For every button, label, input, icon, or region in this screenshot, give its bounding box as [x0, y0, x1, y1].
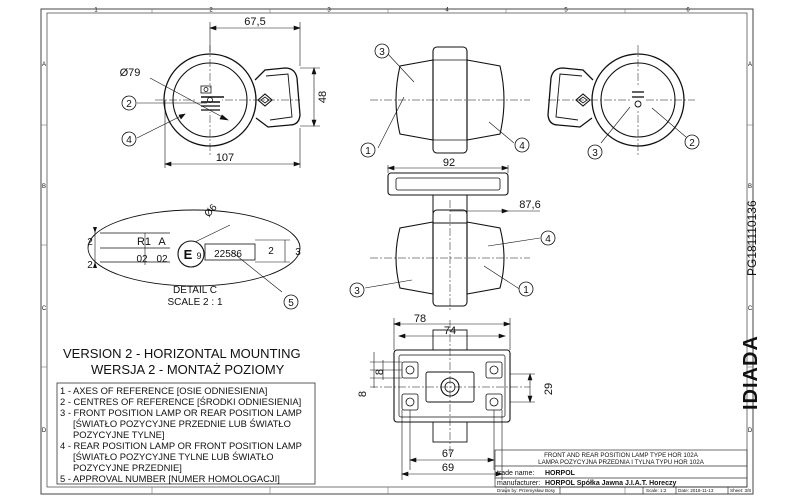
dim-plan-hole-a: 8 [357, 391, 369, 397]
legend-line-6: 4 - REAR POSITION LAMP OR FRONT POSITION… [60, 440, 302, 451]
detail-scale: SCALE 2 : 1 [167, 297, 222, 308]
grid-col-3: 3 [327, 8, 331, 14]
legend-line-2: 2 - CENTRES OF REFERENCE [ŚRODKI ODNIESI… [60, 396, 301, 407]
grid-col-5: 5 [564, 8, 568, 14]
title-block [494, 449, 748, 494]
sheet: Sheet: 3/8 [730, 488, 751, 493]
detail-r1: R1 [137, 236, 151, 248]
callout-rear-2: 2 [689, 138, 695, 149]
bracket-outline [254, 67, 301, 128]
legend-line-7: [ŚWIATŁO POZYCYJNE TYLNE LUB ŚWIATŁO [60, 451, 274, 462]
dim-top-width: 92 [443, 157, 455, 169]
legend-line-4: [ŚWIATŁO POZYCYJNE PRZEDNIE LUB ŚWIATŁO [60, 418, 291, 429]
dim-front-diameter: Ø79 [120, 67, 141, 79]
legend-line-5: POZYCYJNE TYLNE] [60, 429, 165, 440]
legend-lines: 1 - AXES OF REFERENCE [OSIE ODNIESIENIA]… [60, 385, 302, 484]
dim-detail-h4: 3 [295, 247, 301, 258]
callout-rear-3: 3 [592, 148, 598, 159]
trade-label: trade name: [497, 470, 534, 477]
grid-row-c: C [42, 306, 47, 312]
plan-view [370, 320, 530, 455]
grid-row-a: A [42, 62, 46, 68]
grid-row-b: B [42, 184, 46, 190]
dim-plan-inner: 74 [444, 325, 456, 337]
detail-approval: 22586 [214, 249, 242, 260]
callout-top-4: 4 [545, 234, 551, 245]
callout-top-1: 1 [523, 285, 529, 296]
callout-top-3: 3 [354, 286, 360, 297]
bracket-inner [265, 73, 293, 121]
idiada-logo: IDIADA [740, 335, 762, 410]
version-title-pl: WERSJA 2 - MONTAŻ POZIOMY [91, 362, 285, 377]
manu-label: manufacturer: [497, 480, 540, 487]
date: Date: 2018-11-13 [678, 488, 714, 493]
callout-front-2: 2 [126, 99, 132, 110]
dim-plan-hole-b: 8 [374, 369, 386, 375]
grid-row-d: D [42, 428, 47, 434]
detail-c [87, 209, 301, 293]
grid-col-1: 1 [94, 8, 98, 14]
front-dimension-lines [136, 22, 320, 168]
callout-side-4: 4 [519, 141, 525, 152]
dim-plan-height: 29 [543, 383, 555, 395]
detail-title: DETAIL C [173, 285, 217, 296]
legend-line-3: 3 - FRONT POSITION LAMP OR REAR POSITION… [60, 407, 302, 418]
grid-row-d-right: D [748, 428, 753, 434]
callout-detail-5: 5 [288, 298, 294, 309]
plan-dimension-lines [370, 318, 535, 480]
detail-n1: 02 [136, 254, 148, 265]
title-en: FRONT AND REAR POSITION LAMP TYPE HOR 10… [544, 452, 699, 459]
detail-e-num: 9 [196, 251, 201, 261]
title-pl: LAMPA POZYCYJNA PRZEDNIA I TYLNA TYPU HO… [538, 459, 705, 466]
grid-col-6: 6 [686, 8, 690, 14]
grid-row-a-right: A [748, 62, 752, 68]
dim-plan-outer: 78 [414, 313, 426, 325]
dim-detail-h1: 2 [87, 237, 93, 248]
callout-side-1: 1 [365, 146, 371, 157]
reference-center [207, 97, 213, 103]
detail-a: A [158, 236, 166, 248]
callout-front-4: 4 [126, 135, 132, 146]
rear-view [547, 45, 695, 155]
manu-value: HORPOL Spółka Jawna J.I.A.T. Horeczy [545, 480, 676, 487]
dim-plan-bottom-b: 69 [442, 462, 454, 474]
front-callouts [121, 95, 137, 147]
front-view [155, 45, 301, 155]
sheet-inner-frame [46, 12, 748, 488]
grid-col-2: 2 [209, 8, 213, 14]
dim-top-side: 87,6 [519, 199, 540, 211]
version-title: VERSION 2 - HORIZONTAL MOUNTING [63, 346, 301, 361]
detail-ellipse [87, 209, 301, 287]
trade-value: HORPOL [545, 470, 576, 477]
top-view [370, 172, 530, 310]
side-stamp: PG181110136 [745, 200, 759, 276]
dim-front-total: 107 [216, 152, 234, 164]
dim-front-width: 67,5 [244, 16, 265, 28]
grid-row-b-right: B [748, 184, 752, 190]
detail-n2: 02 [156, 254, 168, 265]
grid-col-4: 4 [445, 8, 449, 14]
dim-front-height: 48 [317, 91, 329, 103]
detail-e: E [184, 247, 193, 262]
dim-detail-h3: 2 [268, 246, 274, 257]
legend-box [56, 382, 316, 485]
grid-ticks [41, 9, 753, 494]
callout-side-3: 3 [379, 47, 385, 58]
e-mark-circle [177, 240, 205, 268]
side-view [370, 46, 530, 154]
dim-detail-h2: 2 [87, 260, 93, 271]
dim-plan-bottom-a: 67 [442, 448, 454, 460]
grid-row-c-right: C [748, 306, 753, 312]
scale: Scale: 1:2 [646, 488, 667, 493]
legend-line-8: POZYCYJNE PRZEDNIE] [60, 462, 182, 473]
legend-line-1: 1 - AXES OF REFERENCE [OSIE ODNIESIENIA] [60, 385, 267, 396]
drawn-by: Drawn by: Przemysław Bosy [497, 488, 556, 493]
legend-line-9: 5 - APPROVAL NUMBER [NUMER HOMOLOGACJI] [60, 473, 280, 484]
